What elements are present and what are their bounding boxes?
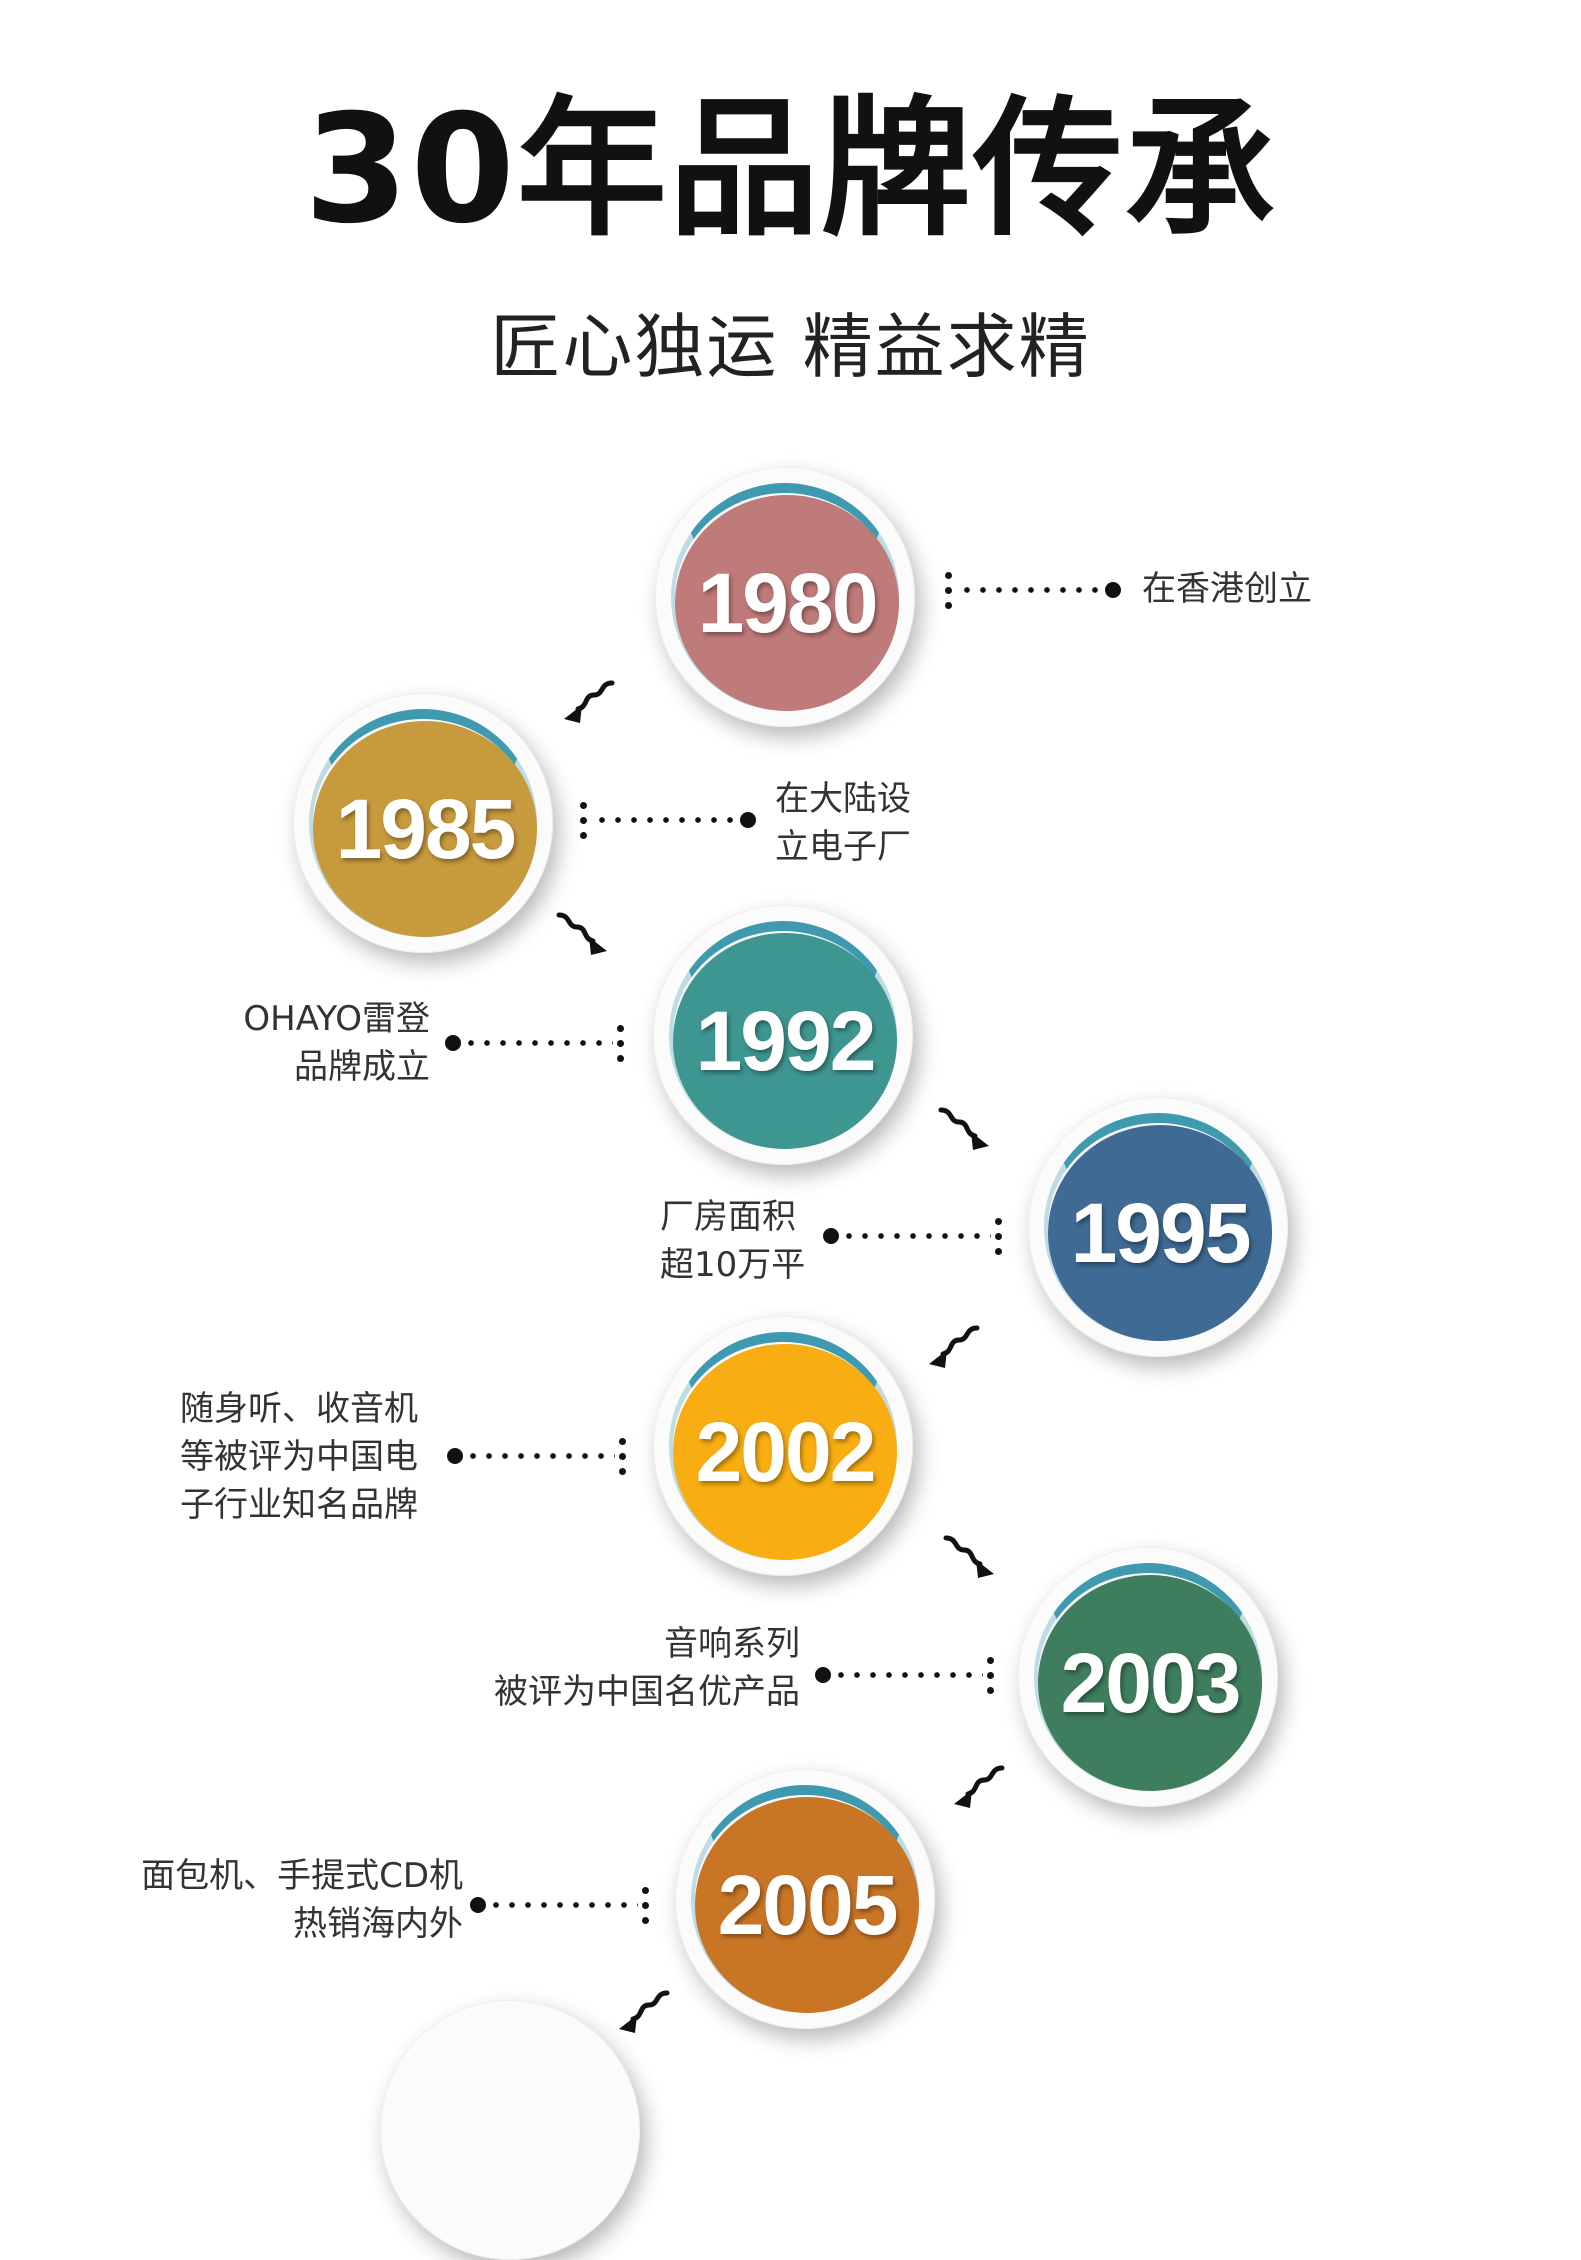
connector-1992 — [445, 1023, 625, 1063]
year-badge-1980: 1980 — [655, 467, 915, 727]
milestone-text-1980: 在香港创立 — [1142, 569, 1312, 609]
connector-1985 — [580, 800, 760, 840]
year-label: 1980 — [697, 555, 879, 650]
year-badge-1992: 1992 — [653, 905, 913, 1165]
year-label: 1995 — [1070, 1185, 1252, 1280]
page-title: 30年品牌传承 — [304, 83, 1277, 257]
year-label: 2003 — [1060, 1635, 1242, 1730]
year-badge-2003: 2003 — [1018, 1547, 1278, 1807]
page-subtitle: 匠心独运 精益求精 — [490, 306, 1091, 388]
year-label: 2005 — [717, 1857, 899, 1952]
year-badge-2002: 2002 — [653, 1316, 913, 1576]
year-badge-next-partial — [380, 2000, 640, 2260]
squiggle-arrow-icon — [556, 912, 607, 955]
connector-1980 — [945, 570, 1125, 610]
year-badge-2005: 2005 — [675, 1769, 935, 2029]
connector-1995 — [823, 1216, 1003, 1256]
squiggle-arrow-icon — [564, 680, 615, 723]
milestone-text-1992: OHAYO雷登 品牌成立 — [243, 999, 430, 1087]
milestone-text-1985: 在大陆设 立电子厂 — [775, 779, 911, 867]
milestone-text-2003: 音响系列 被评为中国名优产品 — [494, 1624, 800, 1712]
year-badge-1985: 1985 — [293, 693, 553, 953]
squiggle-arrow-icon — [943, 1535, 994, 1578]
connector-2003 — [815, 1655, 995, 1695]
year-label: 1992 — [695, 993, 877, 1088]
squiggle-arrow-icon — [929, 1325, 980, 1368]
squiggle-arrow-icon — [954, 1765, 1005, 1808]
milestone-text-2002: 随身听、收音机 等被评为中国电 子行业知名品牌 — [180, 1389, 418, 1525]
milestone-text-1995: 厂房面积 超10万平 — [660, 1197, 806, 1285]
squiggle-arrow-icon — [619, 1990, 670, 2033]
year-label: 1985 — [335, 781, 517, 876]
squiggle-arrow-icon — [938, 1107, 989, 1150]
year-label: 2002 — [695, 1404, 877, 1499]
milestone-text-2005: 面包机、手提式CD机 热销海内外 — [141, 1856, 463, 1944]
year-badge-1995: 1995 — [1028, 1097, 1288, 1357]
connector-2005 — [470, 1885, 650, 1925]
connector-2002 — [447, 1436, 627, 1476]
